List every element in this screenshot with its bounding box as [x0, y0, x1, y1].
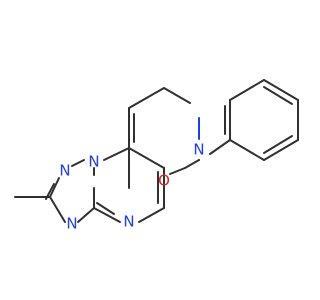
- bond: [229, 79, 265, 101]
- bond: [184, 159, 200, 169]
- pyridone-ring: [128, 87, 200, 169]
- bond: [138, 207, 165, 223]
- bond: [169, 167, 186, 175]
- tolyl-ring: [198, 79, 299, 161]
- bond: [77, 207, 95, 223]
- atom-n-triazole-left: N: [59, 162, 70, 180]
- bond: [229, 139, 265, 161]
- bond: [128, 147, 165, 169]
- bond: [49, 196, 66, 223]
- bond: [163, 87, 191, 104]
- bond: [128, 87, 165, 109]
- pyrimidine-ring: [93, 147, 165, 223]
- bond: [263, 135, 293, 154]
- bond: [71, 159, 85, 167]
- atom-n-bridgehead: N: [88, 153, 99, 171]
- atom-n-pyrimidine: N: [123, 213, 134, 231]
- bond: [96, 202, 115, 215]
- atom-n-pyridone: N: [193, 141, 204, 159]
- atom-o-carbonyl: O: [158, 172, 170, 190]
- bond: [49, 177, 60, 198]
- atom-n-triazole-bottom: N: [66, 215, 77, 233]
- bond: [103, 147, 130, 161]
- bond: [209, 139, 231, 155]
- bond: [263, 79, 299, 101]
- molecule-structure: N O N N N N: [14, 79, 299, 233]
- bond: [263, 86, 293, 105]
- bond: [93, 207, 121, 223]
- bond: [263, 139, 299, 161]
